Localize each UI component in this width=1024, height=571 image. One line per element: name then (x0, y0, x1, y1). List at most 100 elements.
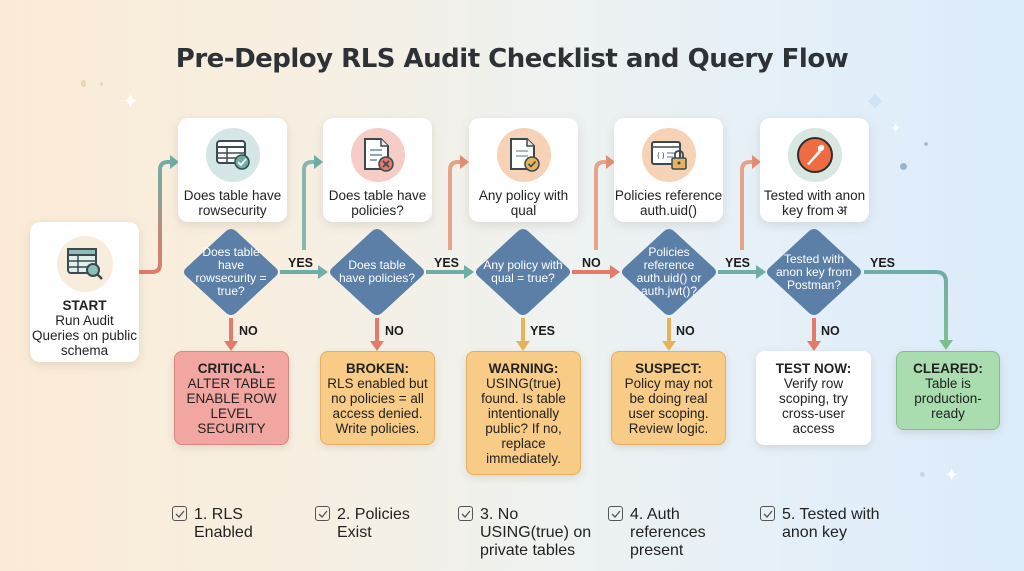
dot-decoration (924, 142, 928, 146)
checkbox-checked-icon[interactable] (458, 506, 473, 521)
svg-text:(): () (656, 151, 666, 160)
arrowhead (318, 265, 328, 279)
decision-text: Any policy with qual = true? (483, 258, 563, 285)
edge-label-no: NO (582, 256, 601, 270)
checkbox-checked-icon[interactable] (608, 506, 623, 521)
result-text: RLS enabled but no policies = all access… (327, 376, 428, 436)
step-card-policies: Does table have policies? (323, 118, 432, 222)
checklist-label: 1. RLS Enabled (194, 506, 253, 541)
checklist-label: 3. No USING(true) on private tables (480, 506, 592, 559)
sparkle-decoration: ✦ (122, 91, 139, 113)
decision-text: Tested with anon key from Postman? (775, 251, 853, 292)
dot-decoration (81, 80, 86, 87)
page-title: Pre-Deploy RLS Audit Checklist and Query… (175, 44, 849, 74)
sparkle-decoration: ✦ (944, 465, 960, 485)
arrowhead (752, 155, 761, 169)
checkbox-checked-icon[interactable] (315, 506, 330, 521)
connector-step2-step3 (448, 160, 462, 250)
decision-auth: Policies reference auth.uid() or auth.jw… (619, 226, 719, 318)
result-title: CRITICAL: (197, 361, 266, 376)
result-title: CLEARED: (913, 361, 983, 376)
edge-label-no: NO (821, 324, 840, 338)
result-title: SUSPECT: (635, 361, 702, 376)
postman-icon (787, 128, 842, 182)
result-text: ALTER TABLE ENABLE ROW LEVEL SECURITY (186, 376, 277, 436)
decision-text: Does table have policies? (338, 258, 416, 285)
arrowhead (662, 341, 676, 351)
arrowhead (314, 155, 323, 169)
result-text: Verify row scoping, try cross-user acces… (778, 376, 849, 436)
checkbox-checked-icon[interactable] (760, 506, 775, 521)
result-title: BROKEN: (346, 361, 409, 376)
decision-text: Does table have rowsecurity = true? (195, 245, 267, 298)
checklist-label: 4. Auth references present (630, 506, 706, 559)
step-card-rowsecurity: Does table have rowsecurity (178, 118, 287, 222)
decision-anon-test: Tested with anon key from Postman? (764, 226, 864, 318)
step-label: Tested with anon key from अ (763, 188, 866, 218)
connector-start-step1 (139, 160, 172, 274)
edge-label-no: NO (676, 324, 695, 338)
step-label: Policies reference auth.uid() (614, 188, 723, 218)
decision-rowsecurity: Does table have rowsecurity = true? (181, 226, 281, 318)
code-lock-icon: () (641, 128, 696, 182)
checklist-item-auth-references[interactable]: 4. Auth references present (608, 506, 748, 560)
edge-label-yes: YES (530, 324, 556, 338)
step-card-auth: () Policies reference auth.uid() (614, 118, 723, 222)
result-text: Table is production-ready (914, 376, 982, 421)
step-label: Any policy with qual (478, 188, 569, 218)
result-test-now: TEST NOW: Verify row scoping, try cross-… (756, 351, 871, 445)
start-card: START Run Audit Queries on public schema (30, 222, 139, 362)
arrowhead (370, 341, 384, 351)
document-check-icon (496, 128, 551, 182)
step-label: Does table have rowsecurity (183, 188, 282, 218)
checklist-item-rls-enabled[interactable]: 1. RLS Enabled (172, 506, 302, 542)
result-critical: CRITICAL: ALTER TABLE ENABLE ROW LEVEL S… (174, 351, 289, 445)
result-title: WARNING: (488, 361, 559, 376)
arrow-d5-cleared (864, 270, 948, 342)
result-cleared: CLEARED: Table is production-ready (896, 351, 1000, 430)
arrowhead (516, 341, 530, 351)
result-warning: WARNING: USING(true) found. Is table int… (466, 351, 581, 475)
dot-decoration (100, 82, 103, 86)
decision-policies: Does table have policies? (327, 226, 427, 318)
sparkle-decoration: ◆ (868, 90, 882, 110)
arrowhead (606, 155, 615, 169)
step-label: Does table have policies? (328, 188, 427, 218)
checkbox-checked-icon[interactable] (172, 506, 187, 521)
result-text: Policy may not be doing real user scopin… (624, 376, 713, 436)
document-x-icon (350, 128, 405, 182)
dot-decoration (920, 472, 925, 477)
arrowhead (224, 341, 238, 351)
checklist-label: 2. Policies Exist (337, 506, 410, 541)
checklist-item-no-using-true[interactable]: 3. No USING(true) on private tables (458, 506, 593, 560)
dot-decoration (900, 163, 907, 170)
edge-label-no: NO (239, 324, 258, 338)
table-search-icon (56, 236, 113, 292)
arrowhead (807, 341, 821, 351)
checklist-item-policies-exist[interactable]: 2. Policies Exist (315, 506, 445, 542)
sparkle-decoration: ✦ (890, 120, 902, 136)
connector-step3-step4 (594, 160, 608, 250)
step-card-qual: Any policy with qual (469, 118, 578, 222)
result-text: USING(true) found. Is table intentionall… (481, 376, 566, 466)
arrowhead (939, 340, 953, 350)
arrowhead (464, 265, 474, 279)
connector-step1-step2 (302, 160, 316, 250)
edge-label-no: NO (385, 324, 404, 338)
edge-label-yes: YES (288, 256, 314, 270)
arrowhead (756, 265, 766, 279)
checklist-label: 5. Tested with anon key (782, 506, 880, 541)
arrowhead (460, 155, 469, 169)
table-check-icon (205, 128, 260, 182)
checklist-item-tested-anon[interactable]: 5. Tested with anon key (760, 506, 880, 542)
decision-text: Policies reference auth.uid() or auth.jw… (636, 245, 702, 298)
decision-qual: Any policy with qual = true? (473, 226, 573, 318)
arrowhead (610, 265, 620, 279)
edge-label-yes: YES (725, 256, 751, 270)
step-card-anon-test: Tested with anon key from अ (760, 118, 869, 222)
result-suspect: SUSPECT: Policy may not be doing real us… (611, 351, 726, 445)
arrowhead (170, 155, 179, 169)
start-text: Run Audit Queries on public schema (31, 313, 138, 358)
